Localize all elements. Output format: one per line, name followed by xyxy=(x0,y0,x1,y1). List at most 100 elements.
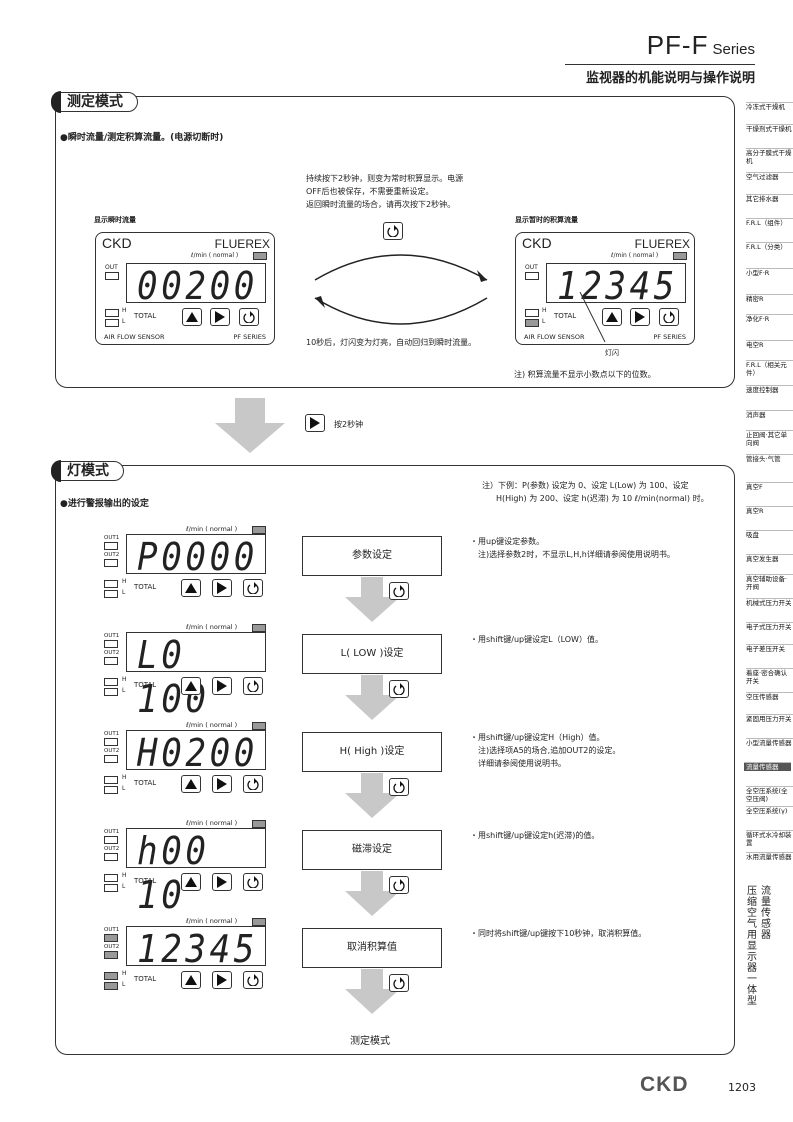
shift-button[interactable] xyxy=(630,308,650,326)
left-device-label: 显示瞬时流量 xyxy=(94,216,136,224)
sidebar-item[interactable]: 电子差压开关 xyxy=(746,644,793,653)
shift-button[interactable] xyxy=(212,677,232,695)
total-label: TOTAL xyxy=(134,779,157,787)
sidebar-item[interactable]: 冷冻式干燥机 xyxy=(746,102,793,111)
down-arrow-icon xyxy=(345,773,400,818)
shift-button[interactable] xyxy=(212,579,232,597)
step-note-line: ・用shift键/up键设定L（LOW）值。 xyxy=(470,635,603,644)
sensor-label: AIR FLOW SENSOR xyxy=(524,333,585,341)
center-note-bottom: 10秒后，灯闪变为灯亮，自动回归到瞬时流量。 xyxy=(306,338,477,347)
return-arrow-icon xyxy=(247,778,259,790)
mode-button-step[interactable] xyxy=(389,582,409,600)
up-button[interactable] xyxy=(181,971,201,989)
sidebar-item[interactable]: 精密R xyxy=(746,294,793,303)
sidebar-item[interactable]: 紧固用压力开关 xyxy=(746,714,793,723)
mode-button-step[interactable] xyxy=(389,974,409,992)
mode-button[interactable] xyxy=(659,308,679,326)
sidebar-item[interactable]: 全空压系统(全空压阀) xyxy=(746,786,793,803)
up-button[interactable] xyxy=(181,775,201,793)
sidebar-item[interactable]: 全空压系统(γ) xyxy=(746,806,793,815)
mode-button[interactable] xyxy=(243,579,263,597)
mode-button[interactable] xyxy=(243,775,263,793)
sidebar-item[interactable]: 电空R xyxy=(746,340,793,349)
shift-button[interactable] xyxy=(210,308,230,326)
lcd-digits: h00 10 xyxy=(137,829,210,917)
lcd-digits: H0200 xyxy=(137,731,258,775)
step-box: 取消积算值 xyxy=(302,928,442,968)
out1-label: OUT1 xyxy=(104,633,120,639)
down-arrow-icon xyxy=(345,675,400,720)
up-button[interactable] xyxy=(181,579,201,597)
h-led xyxy=(104,776,118,784)
up-triangle-icon xyxy=(186,312,198,322)
sidebar-item[interactable]: 高分子膜式干燥机 xyxy=(746,148,793,165)
sidebar-item[interactable]: 流量传感器 xyxy=(744,762,791,771)
shift-button-transition[interactable] xyxy=(305,414,325,432)
sidebar-item[interactable]: F.R.L（组件） xyxy=(746,218,793,227)
shift-button[interactable] xyxy=(212,873,232,891)
mode-button[interactable] xyxy=(243,677,263,695)
sidebar-item[interactable]: 循环式水冷却装置 xyxy=(746,830,793,847)
shift-button[interactable] xyxy=(212,775,232,793)
right-triangle-icon xyxy=(217,876,227,888)
up-button[interactable] xyxy=(602,308,622,326)
sidebar-item[interactable]: 小型F·R xyxy=(746,268,793,277)
sidebar-item[interactable]: F.R.L（相关元件） xyxy=(746,360,793,377)
sidebar-item[interactable]: 小型流量传感器 xyxy=(746,738,793,747)
sidebar-item[interactable]: 净化F·R xyxy=(746,314,793,323)
mode-button[interactable] xyxy=(243,873,263,891)
mode-button[interactable] xyxy=(243,971,263,989)
l-led xyxy=(104,688,118,696)
sidebar-item[interactable]: 真空发生器 xyxy=(746,554,793,563)
sidebar-item[interactable]: 真空F xyxy=(746,482,793,491)
return-arrow-icon xyxy=(247,876,259,888)
mode-button-step[interactable] xyxy=(389,778,409,796)
sidebar-item[interactable]: 真空辅助设备·开阀 xyxy=(746,574,793,591)
series-label: PF SERIES xyxy=(653,333,686,341)
step-note-line: ・用shift键/up键设定H（High）值。 xyxy=(470,733,605,742)
sidebar-item[interactable]: 着座·密合确认开关 xyxy=(746,668,793,685)
sidebar-item[interactable]: 止回阀·其它单向阀 xyxy=(746,430,793,447)
return-arrow-icon xyxy=(393,879,405,891)
sidebar-item[interactable]: 电子式压力开关 xyxy=(746,622,793,631)
light-mode-tab: 灯模式 xyxy=(51,460,124,482)
l-label: L xyxy=(122,981,126,988)
sidebar-item[interactable]: 速度控制器 xyxy=(746,385,793,394)
return-arrow-icon xyxy=(393,683,405,695)
out2-led xyxy=(104,755,118,763)
right-device-label: 显示暂时的积算流量 xyxy=(515,216,578,224)
sidebar-vertical-b: 流量传感器 xyxy=(761,886,771,941)
sidebar-item[interactable]: 消声器 xyxy=(746,410,793,419)
total-label: TOTAL xyxy=(134,312,157,320)
sidebar-item[interactable]: 空气过滤器 xyxy=(746,172,793,181)
up-button[interactable] xyxy=(182,308,202,326)
up-button[interactable] xyxy=(181,677,201,695)
step-notes: ・用shift键/up键设定h(迟滞)的值。 xyxy=(470,829,599,842)
step-box: L( LOW )设定 xyxy=(302,634,442,674)
out-led xyxy=(105,272,119,280)
mode-button-step[interactable] xyxy=(389,876,409,894)
header-rule xyxy=(565,64,755,65)
sidebar-item[interactable]: 空压传感器 xyxy=(746,692,793,701)
step-note-line: 注)选择项A5的场合,追加OUT2的设定。 xyxy=(478,746,621,755)
total-label: TOTAL xyxy=(134,681,157,689)
mode-button[interactable] xyxy=(239,308,259,326)
sidebar-item[interactable]: 其它排水器 xyxy=(746,194,793,203)
mode-button-step[interactable] xyxy=(389,680,409,698)
sidebar-item[interactable]: F.R.L（分类） xyxy=(746,242,793,251)
sidebar-item[interactable]: 吸盘 xyxy=(746,530,793,539)
lcd-digits: P0000 xyxy=(137,535,258,579)
unit-label: ℓ/min ( normal ) xyxy=(186,917,238,925)
sidebar-item[interactable]: 真空R xyxy=(746,506,793,515)
up-button[interactable] xyxy=(181,873,201,891)
sidebar-item[interactable]: 机械式压力开关 xyxy=(746,598,793,607)
sidebar-item[interactable]: 水用流量传感器 xyxy=(746,852,793,861)
up-triangle-icon xyxy=(606,312,618,322)
lcd-display: h00 10 xyxy=(126,828,266,917)
shift-button[interactable] xyxy=(212,971,232,989)
mode-button-center[interactable] xyxy=(383,222,403,240)
right-triangle-icon xyxy=(215,311,225,323)
sidebar-item[interactable]: 干燥剂式干燥机 xyxy=(746,124,793,133)
out2-led xyxy=(104,853,118,861)
sidebar-item[interactable]: 管接头·气管 xyxy=(746,454,793,463)
